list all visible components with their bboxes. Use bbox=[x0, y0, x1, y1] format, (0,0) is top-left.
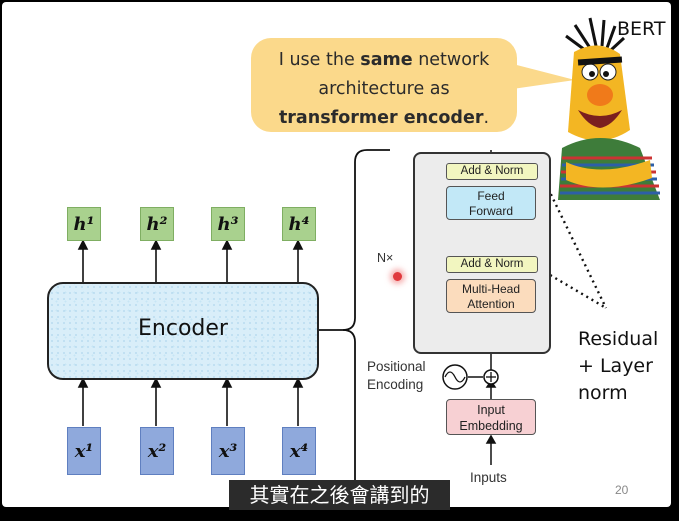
residual-line2: + Layer bbox=[578, 355, 653, 377]
bert-label: BERT bbox=[617, 18, 666, 40]
bubble-line1-pre: I use the bbox=[278, 50, 361, 70]
output-arrows bbox=[77, 239, 304, 282]
residual-note: Residual + Layer norm bbox=[578, 326, 658, 407]
output-h4: h⁴ bbox=[282, 207, 316, 241]
add-norm-top: Add & Norm bbox=[446, 163, 538, 180]
output-h1: h¹ bbox=[67, 207, 101, 241]
video-subtitle: 其實在之後會講到的 bbox=[229, 480, 450, 510]
encoder-label: Encoder bbox=[138, 316, 228, 341]
add-norm-bottom: Add & Norm bbox=[446, 256, 538, 273]
input-arrows bbox=[77, 377, 304, 426]
speech-bubble-text: I use the same network architecture as t… bbox=[251, 46, 517, 133]
bert-character bbox=[558, 17, 660, 200]
mha-line2: Attention bbox=[467, 297, 515, 311]
positional-encoding-label: Positional Encoding bbox=[367, 358, 437, 394]
bubble-line2: architecture as bbox=[318, 79, 450, 99]
residual-pointers bbox=[541, 177, 608, 310]
feed-forward-line2: Forward bbox=[468, 204, 513, 218]
pe-line1: Positional bbox=[367, 359, 426, 374]
feed-forward-line1: Feed bbox=[477, 189, 505, 203]
residual-line3: norm bbox=[578, 382, 628, 404]
bracket bbox=[316, 149, 390, 485]
input-x3: x³ bbox=[211, 427, 245, 475]
feed-forward-block: Feed Forward bbox=[446, 186, 536, 220]
pe-line2: Encoding bbox=[367, 377, 424, 392]
input-x1: x¹ bbox=[67, 427, 101, 475]
emb-line2: Embedding bbox=[459, 419, 523, 433]
bert-hair-icon bbox=[565, 17, 626, 52]
input-x4: x⁴ bbox=[282, 427, 316, 475]
residual-line1: Residual bbox=[578, 328, 659, 350]
output-h3: h³ bbox=[211, 207, 245, 241]
sine-wave-icon bbox=[444, 371, 466, 383]
bubble-line1-bold: same bbox=[360, 50, 413, 70]
output-h2: h² bbox=[140, 207, 174, 241]
bubble-line3-bold: transformer encoder bbox=[278, 108, 484, 128]
bubble-line3-post: . bbox=[483, 108, 490, 128]
page-number: 20 bbox=[615, 483, 629, 497]
bubble-tail bbox=[505, 62, 575, 90]
encoder-block bbox=[47, 282, 319, 380]
inputs-label: Inputs bbox=[470, 470, 507, 485]
emb-line1: Input bbox=[477, 403, 505, 417]
laser-pointer bbox=[393, 272, 402, 281]
mha-line1: Multi-Head bbox=[461, 282, 521, 296]
speech-bubble bbox=[251, 38, 517, 132]
transformer-layer-panel bbox=[413, 152, 551, 354]
bubble-line1-post: network bbox=[412, 50, 490, 70]
nx-label: N× bbox=[377, 251, 394, 265]
multi-head-attention-block: Multi-Head Attention bbox=[446, 279, 536, 313]
input-x2: x² bbox=[140, 427, 174, 475]
input-embedding-block: Input Embedding bbox=[446, 399, 536, 435]
